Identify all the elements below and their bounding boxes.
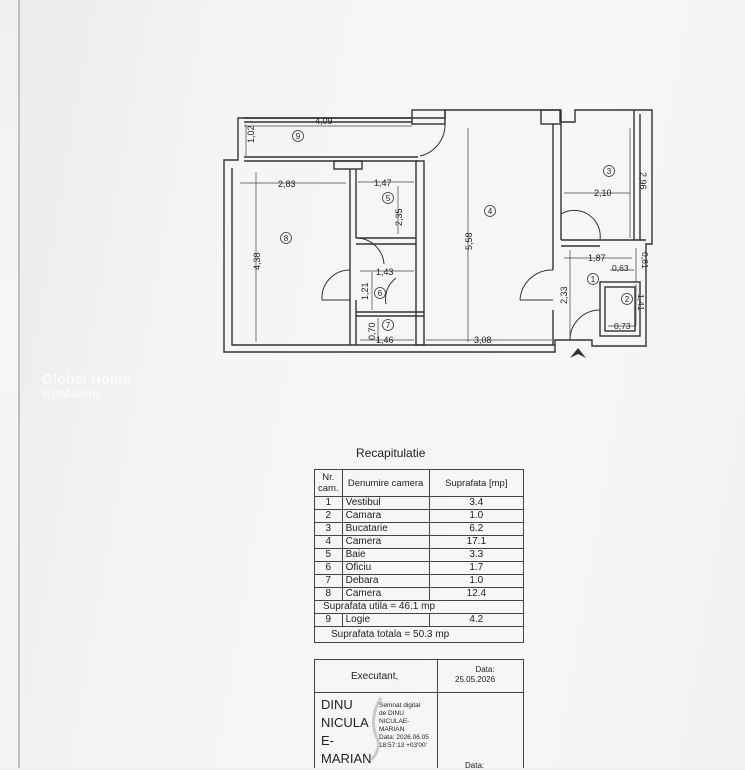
dim-storage-depth: 0,70 [367, 322, 377, 340]
dim-hall-depth: 2,33 [559, 286, 569, 304]
watermark-logo: Global Home ROMANIA [42, 371, 131, 402]
room-marker-7: 7 [386, 321, 391, 330]
recap-table: Nr. cam. Denumire camera Suprafata [mp] … [314, 469, 525, 643]
signer-name: DINU NICULA E- MARIAN [321, 697, 372, 766]
dim-vestibule-depth: 0,81 [640, 252, 650, 269]
date-label-bottom: Data: [465, 761, 485, 770]
dim-bath-depth: 2,35 [394, 208, 404, 226]
dim-room8-depth: 4,38 [252, 252, 262, 270]
dim-vestibule-width: 1,87 [588, 253, 606, 263]
room-marker-9: 9 [296, 132, 301, 141]
dim-kitchen-width: 2,10 [594, 188, 612, 198]
entrance-arrow-icon [570, 348, 586, 358]
room-marker-1: 1 [591, 275, 596, 284]
total-area-row: Suprafata totala = 50.3 mp [314, 626, 524, 643]
room-marker-5: 5 [386, 194, 391, 203]
room-marker-2: 2 [625, 295, 630, 304]
room-marker-6: 6 [378, 289, 383, 298]
digital-signature-text: Semnat digital de DINU NICULAE- MARIAN D… [379, 702, 429, 749]
dim-room8-width: 2,83 [278, 179, 296, 189]
room-marker-4: 4 [488, 207, 493, 216]
dim-pantry-depth: 1,41 [636, 294, 646, 311]
signature-stroke-icon [369, 697, 383, 762]
dim-kitchen-depth: 2,96 [638, 172, 648, 190]
recap-title: Recapitulatie [356, 446, 426, 460]
header-area: Suprafata [mp] [428, 469, 525, 497]
useful-area-row: Suprafata utila = 46.1 mp [314, 600, 524, 614]
dim-room4-width: 3,08 [474, 335, 492, 345]
floor-plan: 4,09 1,02 2,83 1,47 2,35 4,38 5,58 1,43 … [223, 109, 653, 358]
dim-room4-depth: 5,58 [464, 232, 474, 250]
date-label: Data: [475, 665, 495, 674]
dim-office-depth: 1,21 [360, 282, 370, 300]
dim-loggia-depth: 1,02 [246, 125, 256, 143]
dim-loggia-width: 4,09 [315, 116, 333, 126]
table-header-row: Nr. cam. Denumire camera Suprafata [mp] [314, 469, 525, 497]
header-nr: Nr. cam. [314, 469, 343, 497]
dim-pantry-width: 0,73 [614, 321, 631, 331]
room-marker-8: 8 [284, 234, 289, 243]
paper-edge [18, 0, 20, 768]
dim-vestibule-step: 0,63 [612, 263, 629, 273]
header-name: Denumire camera [341, 469, 430, 497]
dim-bath-width: 1,47 [374, 178, 392, 188]
dim-office-width: 1,43 [376, 267, 394, 277]
room-marker-3: 3 [607, 167, 612, 176]
executant-label: Executant, [351, 671, 399, 682]
date-value: 25.05.2026 [455, 675, 496, 684]
dim-storage-width: 1,46 [376, 335, 394, 345]
signature-block: Executant, Data: 25.05.2026 DINU NICULA … [314, 659, 524, 770]
